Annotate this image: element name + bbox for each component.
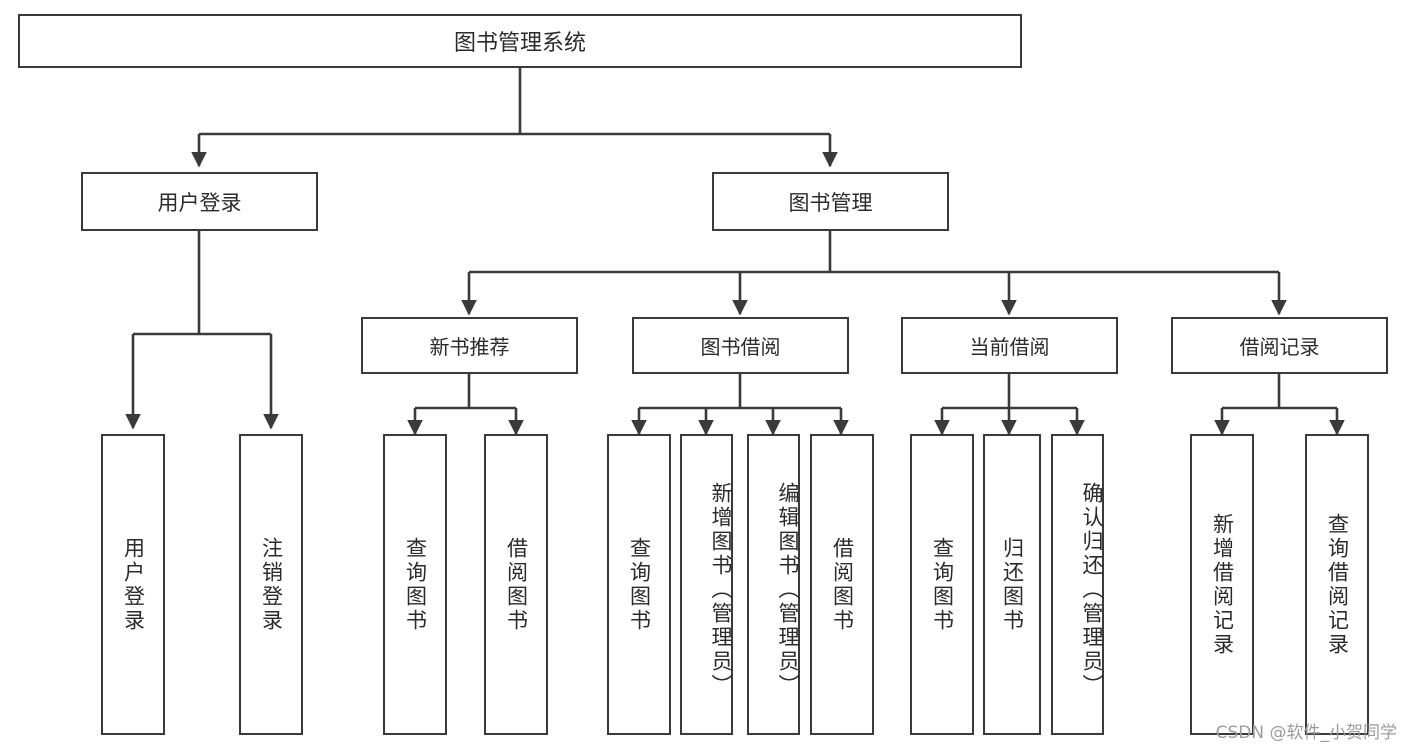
leaf-query-book-rec-label: 查询图书	[403, 536, 428, 633]
leaf-query-record[interactable]: 查询借阅记录	[1305, 434, 1369, 735]
node-borrow-record[interactable]: 借阅记录	[1171, 317, 1388, 374]
node-book-manage[interactable]: 图书管理	[712, 172, 949, 231]
leaf-user-login[interactable]: 用户登录	[101, 434, 165, 735]
node-user-login[interactable]: 用户登录	[81, 172, 318, 231]
leaf-borrow-book[interactable]: 借阅图书	[810, 434, 874, 735]
node-user-login-label: 用户登录	[157, 190, 242, 215]
leaf-query-book-current-label: 查询图书	[930, 536, 955, 633]
leaf-query-book-borrow[interactable]: 查询图书	[607, 434, 671, 735]
leaf-logout-label: 注销登录	[259, 536, 284, 633]
node-new-book-rec-label: 新书推荐	[429, 335, 510, 359]
leaf-query-record-label: 查询借阅记录	[1325, 512, 1350, 657]
leaf-query-book-borrow-label: 查询图书	[627, 536, 652, 633]
leaf-query-book-current[interactable]: 查询图书	[910, 434, 974, 735]
watermark-text: CSDN @软件_小贺同学	[1215, 723, 1397, 743]
leaf-add-record[interactable]: 新增借阅记录	[1190, 434, 1254, 735]
node-current-borrow-label: 当前借阅	[969, 335, 1050, 359]
node-new-book-rec[interactable]: 新书推荐	[361, 317, 578, 374]
leaf-confirm-return-label: 确认归还（管理员）	[1080, 481, 1104, 698]
leaf-query-book-rec[interactable]: 查询图书	[383, 434, 447, 735]
leaf-logout[interactable]: 注销登录	[239, 434, 303, 735]
leaf-add-record-label: 新增借阅记录	[1210, 512, 1235, 657]
leaf-return-book[interactable]: 归还图书	[983, 434, 1041, 735]
node-book-borrow-label: 图书借阅	[700, 335, 781, 359]
leaf-user-login-label: 用户登录	[121, 536, 146, 633]
node-current-borrow[interactable]: 当前借阅	[901, 317, 1118, 374]
leaf-edit-book[interactable]: 编辑图书（管理员）	[747, 434, 800, 735]
node-book-borrow[interactable]: 图书借阅	[632, 317, 849, 374]
leaf-return-book-label: 归还图书	[1000, 536, 1025, 633]
leaf-borrow-book-rec-label: 借阅图书	[504, 536, 529, 633]
node-borrow-record-label: 借阅记录	[1239, 335, 1320, 359]
node-root[interactable]: 图书管理系统	[18, 14, 1022, 68]
leaf-confirm-return[interactable]: 确认归还（管理员）	[1051, 434, 1104, 735]
node-root-label: 图书管理系统	[453, 31, 586, 56]
leaf-add-book-label: 新增图书（管理员）	[709, 481, 733, 698]
leaf-borrow-book-label: 借阅图书	[830, 536, 855, 633]
leaf-add-book[interactable]: 新增图书（管理员）	[680, 434, 733, 735]
leaf-edit-book-label: 编辑图书（管理员）	[776, 481, 800, 698]
node-book-manage-label: 图书管理	[788, 190, 873, 215]
leaf-borrow-book-rec[interactable]: 借阅图书	[484, 434, 548, 735]
